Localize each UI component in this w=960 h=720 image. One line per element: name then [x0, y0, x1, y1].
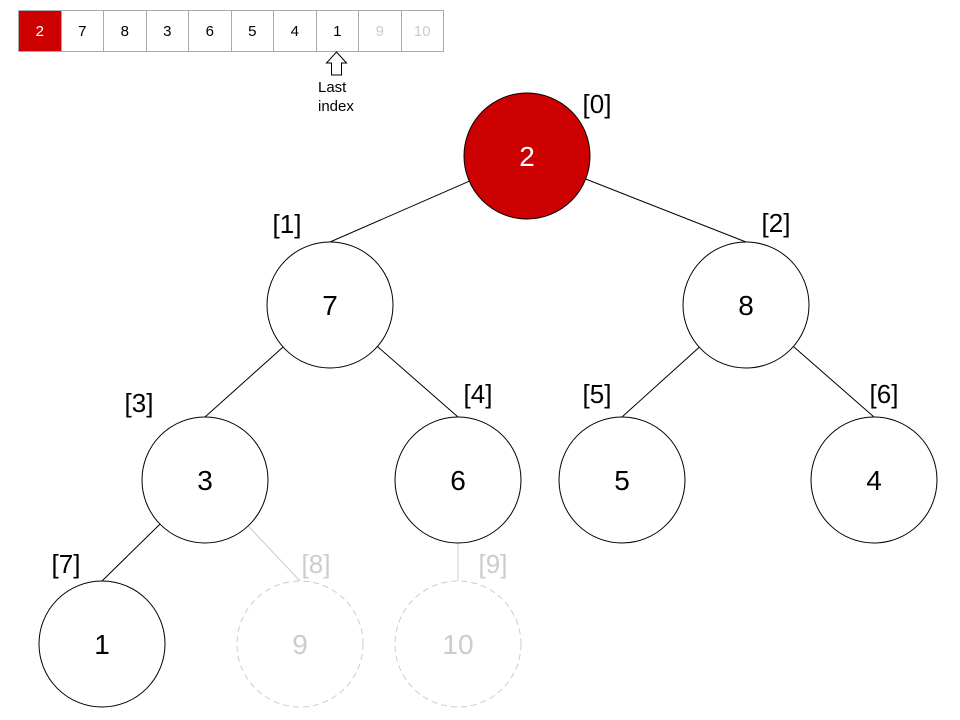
tree-node-index: [6]	[870, 379, 899, 409]
tree-node-3	[141, 416, 269, 544]
tree-node-value: 7	[322, 290, 338, 321]
tree-node-value: 9	[292, 629, 308, 660]
tree-node-value: 4	[866, 465, 882, 496]
tree-node-index: [2]	[762, 208, 791, 238]
last-index-label-line2: index	[318, 98, 354, 115]
tree-edge-2-5	[621, 346, 700, 418]
tree-node-index: [7]	[52, 549, 81, 579]
tree-node-value: 3	[197, 465, 213, 496]
last-index-label-line1: Last	[318, 79, 347, 96]
tree-node-index: [8]	[302, 549, 331, 579]
array-cell-3: 3	[146, 11, 189, 51]
tree-node-1	[266, 241, 394, 369]
tree-edge-2-6	[793, 346, 875, 418]
tree-node-value: 6	[450, 465, 466, 496]
tree-node-index: [1]	[273, 209, 302, 239]
array-cell-4: 6	[189, 11, 232, 51]
array-cell-8: 9	[359, 11, 402, 51]
tree-node-0	[463, 92, 591, 220]
tree-node-index: [4]	[464, 379, 493, 409]
tree-node-5	[558, 416, 686, 544]
tree-node-value: 10	[442, 629, 473, 660]
array-cell-1: 7	[61, 11, 104, 51]
array-cell-7: 1	[316, 11, 359, 51]
tree-edge-0-1	[329, 180, 470, 243]
tree-node-8	[236, 580, 364, 708]
tree-node-index: [9]	[479, 549, 508, 579]
tree-edge-1-3	[204, 346, 284, 418]
last-index-label: Last index	[318, 78, 354, 116]
array-cell-9: 10	[401, 11, 444, 51]
array-cell-5: 5	[231, 11, 274, 51]
tree-node-4	[394, 416, 522, 544]
array-cell-2: 8	[104, 11, 147, 51]
tree-edge-1-4	[377, 346, 459, 418]
tree-node-value: 5	[614, 465, 630, 496]
tree-edge-3-7	[101, 523, 161, 582]
tree-edge-3-8	[247, 525, 301, 582]
array-cell-0: 2	[19, 11, 62, 51]
tree-node-9	[394, 580, 522, 708]
up-arrow-icon	[325, 51, 348, 76]
tree-edge-0-2	[585, 178, 747, 243]
tree-node-index: [3]	[125, 388, 154, 418]
tree-node-2	[682, 241, 810, 369]
array-cell-6: 4	[274, 11, 317, 51]
tree-node-index: [0]	[583, 89, 612, 119]
tree-node-value: 2	[519, 141, 535, 172]
tree-node-value: 8	[738, 290, 754, 321]
tree-node-value: 1	[94, 629, 110, 660]
tree-node-index: [5]	[583, 379, 612, 409]
tree-node-7	[38, 580, 166, 708]
tree-node-6	[810, 416, 938, 544]
